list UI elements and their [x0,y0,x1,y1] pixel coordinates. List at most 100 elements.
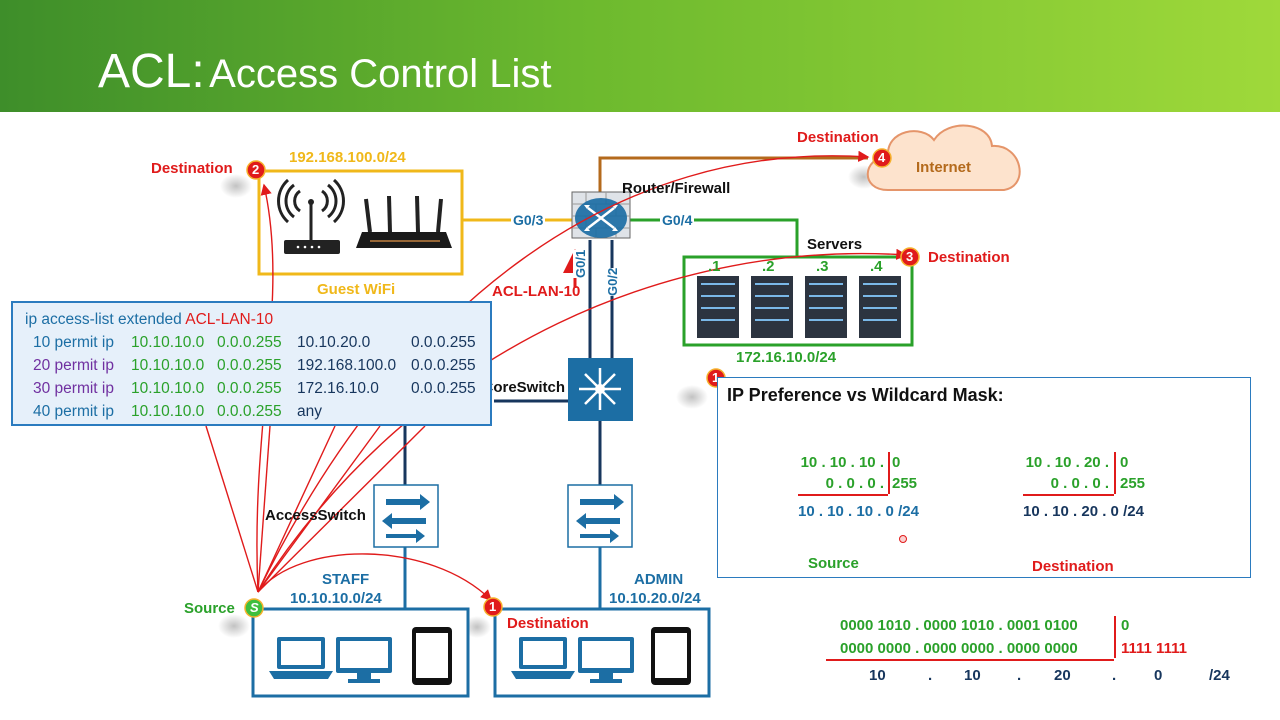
src-caption: Source [808,555,859,572]
acl-src: 10.10.10.0 [131,403,205,420]
src-underline [798,494,888,496]
src-mask-last: 255 [892,475,918,492]
router-label: Router/Firewall [622,180,731,197]
destination-3-label: Destination [928,249,1010,266]
dst-caption: Destination [1032,558,1114,575]
acl-row: 40 permit ip 10.10.10.0 0.0.0.255 any [33,403,411,421]
acl-header-name: ACL-LAN-10 [185,311,274,328]
binary-line-1-last: 0 [1121,617,1130,634]
guest-subnet-label: 192.168.100.0/24 [289,149,406,166]
server-id-1: .1 [708,258,721,275]
acl-config-box: ip access-list extended ACL-LAN-10 10 pe… [11,301,492,426]
acl-src: 10.10.10.0 [131,380,205,397]
acl-row: 10 permit ip 10.10.10.0 0.0.0.255 10.10.20.… [33,334,476,352]
badge-1-dest-icon [483,597,503,617]
dst-mask-last: 255 [1120,475,1146,492]
wifi-ap-icon [277,178,345,254]
server-subnet-label: 172.16.10.0/24 [736,349,837,366]
src-mask-text: 0 . 0 . 0 . [825,475,884,492]
server-id-4: .4 [870,258,883,275]
src-ip-text: 10 . 10 . 10 . [800,454,884,471]
router-firewall-icon [571,191,631,239]
staff-devices [269,627,452,685]
binary-dot-3: . [1112,667,1117,684]
g01-label: G0/1 [573,249,588,278]
acl-swc: 0.0.0.255 [217,403,282,420]
dst-ip-text: 10 . 10 . 20 . [1025,454,1109,471]
acl-header-prefix: ip access-list extended [25,311,182,328]
binary-dec-4: 0 [1154,667,1163,684]
source-badge-icon [244,598,264,618]
destination-1-label: Destination [507,615,589,632]
page-title: ACL: Access Control List [98,44,552,99]
src-ip-last: 0 [892,454,901,471]
g02-label: G0/2 [605,267,620,296]
badge-2-icon [246,160,266,180]
access-switch-label: AccessSwitch [265,507,366,524]
acl-src: 10.10.10.0 [131,334,205,351]
destination-4-label: Destination [797,129,879,146]
binary-dot-1: . [928,667,933,684]
binary-line-2-last: 1111 1111 [1121,640,1187,657]
dst-divider [1114,452,1116,494]
wildcard-panel [717,377,1251,578]
core-switch-label: CoreSwitch [482,379,565,396]
dst-underline [1023,494,1114,496]
acl-row: 30 permit ip 10.10.10.0 0.0.0.255 172.16.10… [33,380,476,398]
acl-dwc: 0.0.0.255 [411,334,476,351]
src-result: 10 . 10 . 10 . 0 /24 [798,503,919,520]
g03-label: G0/3 [511,212,546,228]
binary-line-1: 0000 1010 . 0000 1010 . 0001 0100 [840,617,1078,634]
acl-swc: 0.0.0.255 [217,380,282,397]
acl-row: 20 permit ip 10.10.10.0 0.0.0.255 192.168.1… [33,357,476,375]
source-badge-text: S [250,600,259,615]
wildcard-badge-text: 1 [712,370,720,385]
badge-2-text: 2 [252,162,260,177]
acl-header: ip access-list extended ACL-LAN-10 [25,311,273,329]
binary-dot-2: . [1017,667,1022,684]
title-subtitle: Access Control List [209,52,552,96]
acl-seq: 40 permit ip [33,403,114,420]
binary-dec-3: 20 [1054,667,1071,684]
internet-label: Internet [916,159,972,176]
guest-wifi-label: Guest WiFi [317,281,396,298]
acl-dst: 10.10.20.0 [297,334,371,351]
acl-src: 10.10.10.0 [131,357,205,374]
destination-2-label: Destination [151,160,233,177]
acl-interface-label: ACL-LAN-10 [492,283,581,300]
binary-line-2: 0000 0000 . 0000 0000 . 0000 0000 [840,640,1078,657]
source-label: Source [184,600,235,617]
title-bar [0,0,1280,112]
badge-4-icon [872,148,892,168]
internet-cloud [866,124,1021,191]
acl-dwc: 0.0.0.255 [411,380,476,397]
acl-dst: any [297,403,322,420]
title-acronym: ACL: [98,45,205,98]
guest-wifi-box [257,169,464,276]
binary-dec-1: 10 [869,667,886,684]
acl-seq: 10 permit ip [33,334,114,351]
wireless-router-icon [356,195,452,248]
server-id-3: .3 [816,258,829,275]
acl-dst: 192.168.100.0 [297,357,397,374]
binary-divider [1114,616,1116,658]
binary-prefix: /24 [1209,667,1230,684]
acl-seq: 30 permit ip [33,380,114,397]
wildcard-title: IP Preference vs Wildcard Mask: [727,385,1004,405]
admin-label: ADMIN [634,571,684,588]
server-rack-icons [697,276,901,338]
acl-swc: 0.0.0.255 [217,334,282,351]
staff-label: STAFF [322,571,370,588]
admin-subnet-label: 10.10.20.0/24 [609,590,701,607]
acl-dst: 172.16.10.0 [297,380,379,397]
badge-3-icon [900,247,920,267]
acl-seq: 20 permit ip [33,357,114,374]
server-id-2: .2 [762,258,775,275]
badge-3-text: 3 [906,249,914,264]
badge-4-text: 4 [878,150,886,165]
cursor-dot [899,535,907,543]
servers-label: Servers [807,236,863,253]
acl-swc: 0.0.0.255 [217,357,282,374]
traffic-flow-lines [205,150,908,601]
